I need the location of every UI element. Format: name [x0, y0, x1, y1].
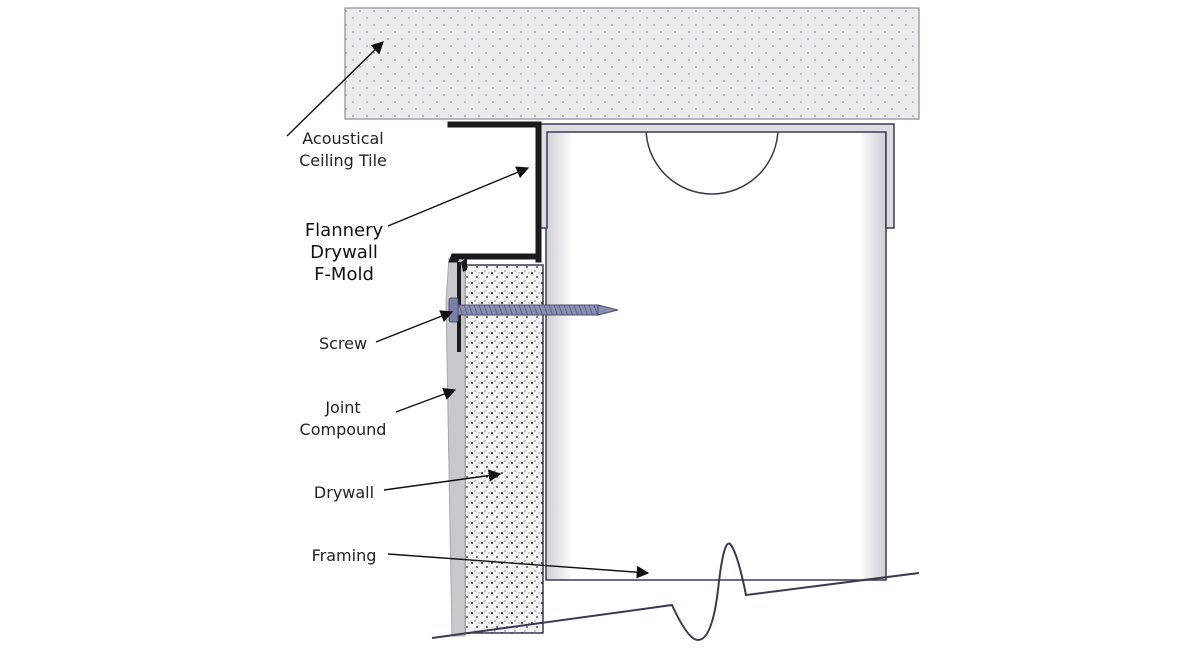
framing-break-line — [431, 542, 920, 642]
joint-compound — [445, 257, 466, 637]
f-mold-label: Flannery Drywall F-Mold — [296, 220, 392, 286]
screw — [448, 297, 619, 323]
f-mold-profile — [447, 121, 542, 263]
joint-compound-label-line-1: Joint — [325, 398, 361, 417]
framing-stud — [539, 123, 895, 581]
drywall-label: Drywall — [313, 483, 375, 502]
ceiling-tile — [344, 7, 920, 120]
screw-label: Screw — [318, 334, 368, 353]
ceiling-tile-label: Acoustical Ceiling Tile — [298, 128, 388, 172]
f-mold-label-line-3: F-Mold — [314, 264, 374, 285]
ceiling-tile-label-line-2: Ceiling Tile — [299, 151, 387, 170]
framing-leader — [387, 553, 650, 579]
joint-compound-leader — [395, 388, 457, 413]
framing-label: Framing — [311, 546, 377, 565]
f-mold-label-line-1: Flannery — [304, 220, 384, 241]
ceiling-tile-leader — [286, 41, 384, 137]
ceiling-tile-label-line-1: Acoustical — [302, 129, 384, 148]
f-mold-label-line-2: Drywall — [310, 242, 378, 263]
drywall-leader — [383, 469, 502, 491]
f-mold-leader — [387, 166, 530, 227]
f-mold-return — [461, 258, 467, 272]
joint-compound-label: Joint Compound — [293, 397, 393, 441]
joint-compound-label-line-2: Compound — [299, 420, 387, 439]
screw-leader — [375, 310, 454, 343]
drywall-board — [464, 264, 544, 634]
